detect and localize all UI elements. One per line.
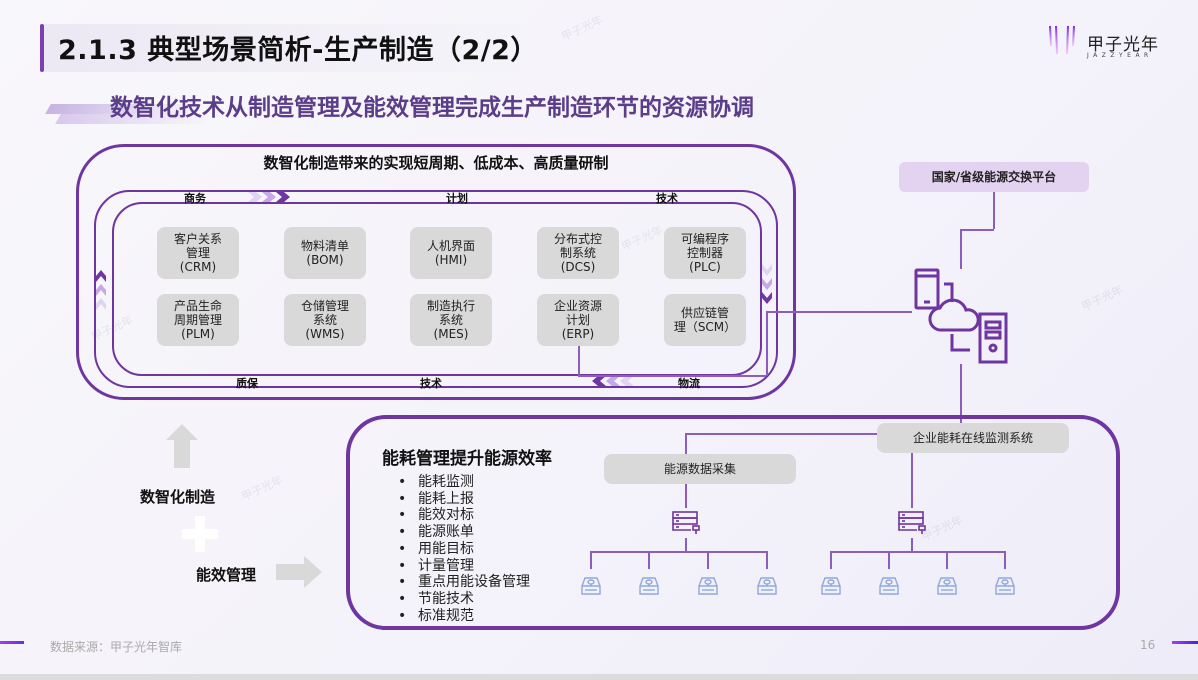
ring-label-logistics: 物流: [678, 377, 700, 390]
connector-line: [707, 551, 709, 569]
watermark: 甲子光年: [239, 473, 285, 504]
energy-data-collection-box: 能源数据采集: [604, 454, 796, 484]
ring-label-tech-bottom: 技术: [420, 377, 442, 390]
system-box-dcs: 分布式控制系统(DCS): [537, 227, 619, 279]
connector-line: [590, 551, 766, 553]
connector-line: [960, 229, 962, 269]
system-box-hmi: 人机界面(HMI): [410, 227, 492, 279]
footer-accent: [0, 641, 24, 644]
energy-panel: [346, 415, 1120, 630]
ring-label-business: 商务: [184, 192, 206, 205]
system-box-mes: 制造执行系统(MES): [410, 294, 492, 346]
connector-line: [685, 538, 687, 552]
page-subtitle: 数智化技术从制造管理及能效管理完成生产制造环节的资源协调: [110, 95, 754, 121]
device-icon: [697, 574, 719, 600]
system-box-erp: 企业资源计划(ERP): [537, 294, 619, 346]
manufacturing-panel: [76, 144, 796, 400]
system-box-plm: 产品生命周期管理(PLM): [157, 294, 239, 346]
connector-line: [578, 346, 580, 376]
energy-heading: 能耗管理提升能源效率: [382, 449, 552, 469]
connector-line: [830, 551, 1004, 553]
energy-item-list: 能耗监测 能耗上报 能效对标 能源账单 用能目标 计量管理 重点用能设备管理 节…: [398, 474, 530, 624]
ring-label-plan: 计划: [446, 192, 468, 205]
list-item: 重点用能设备管理: [398, 574, 530, 591]
device-icon: [820, 574, 842, 600]
connector-line: [1004, 551, 1006, 569]
process-ring-outer: [94, 190, 778, 388]
list-item: 节能技术: [398, 591, 530, 608]
chevron-up-icon: [96, 270, 106, 310]
chevron-down-icon: [762, 264, 772, 304]
title-background: [44, 24, 564, 72]
system-box-wms: 仓储管理系统(WMS): [284, 294, 366, 346]
page-number: 16: [1140, 638, 1156, 652]
arrow-right-icon: [276, 556, 322, 588]
device-icon: [878, 574, 900, 600]
list-item: 标准规范: [398, 608, 530, 625]
system-box-bom: 物料清单(BOM): [284, 227, 366, 279]
device-icon: [638, 574, 660, 600]
device-icon: [936, 574, 958, 600]
cloud-network-icon: [914, 268, 1008, 364]
device-icon: [756, 574, 778, 600]
energy-exchange-platform: 国家/省级能源交换平台: [899, 162, 1089, 192]
connector-line: [766, 311, 912, 313]
list-item: 用能目标: [398, 541, 530, 558]
connector-line: [766, 551, 768, 569]
logo-text: 甲子光年: [1087, 35, 1159, 55]
connector-line: [648, 551, 650, 569]
system-box-scm: 供应链管理（SCM）: [664, 294, 746, 346]
bottom-strip: [0, 674, 1198, 680]
list-item: 计量管理: [398, 558, 530, 575]
connector-line: [685, 433, 687, 455]
digital-manufacturing-label: 数智化制造: [140, 488, 216, 506]
connector-line: [590, 551, 592, 569]
connector-line: [911, 538, 913, 552]
list-item: 能耗监测: [398, 474, 530, 491]
footer-accent: [1172, 641, 1198, 644]
server-icon: [671, 510, 701, 540]
connector-line: [578, 375, 766, 377]
connector-line: [960, 364, 962, 426]
watermark: 甲子光年: [1079, 283, 1125, 314]
list-item: 能效对标: [398, 507, 530, 524]
watermark: 甲子光年: [559, 13, 605, 44]
device-icon: [580, 574, 602, 600]
ring-label-tech-top: 技术: [656, 192, 678, 205]
connector-line: [993, 192, 995, 229]
connector-line: [830, 551, 832, 569]
energy-management-label: 能效管理: [196, 566, 257, 584]
connector-line: [685, 433, 877, 435]
logo-subtext: JAZZYEAR: [1087, 52, 1153, 59]
page-title: 2.1.3 典型场景简析-生产制造（2/2）: [58, 35, 538, 66]
chevron-right-icon: [248, 192, 290, 202]
online-monitoring-system-box: 企业能耗在线监测系统: [877, 423, 1069, 453]
process-ring-inner: [112, 202, 762, 376]
connector-line: [888, 551, 890, 569]
system-box-plc: 可编程序控制器(PLC): [664, 227, 746, 279]
chevron-left-icon: [592, 376, 634, 386]
plus-icon: [182, 516, 218, 552]
ring-label-quality: 质保: [236, 377, 258, 390]
logo-icon: [1049, 25, 1075, 70]
connector-line: [766, 311, 768, 376]
connector-line: [946, 551, 948, 569]
connector-line: [685, 484, 687, 508]
list-item: 能源账单: [398, 524, 530, 541]
arrow-up-icon: [166, 424, 198, 468]
system-box-crm: 客户关系管理(CRM): [157, 227, 239, 279]
data-source: 数据来源：甲子光年智库: [50, 640, 183, 654]
server-icon: [897, 510, 927, 540]
connector-line: [960, 229, 994, 231]
connector-line: [911, 453, 913, 508]
manufacturing-heading: 数智化制造带来的实现短周期、低成本、高质量研制: [263, 154, 609, 172]
device-icon: [994, 574, 1016, 600]
list-item: 能耗上报: [398, 491, 530, 508]
title-accent-bar: [40, 24, 44, 72]
